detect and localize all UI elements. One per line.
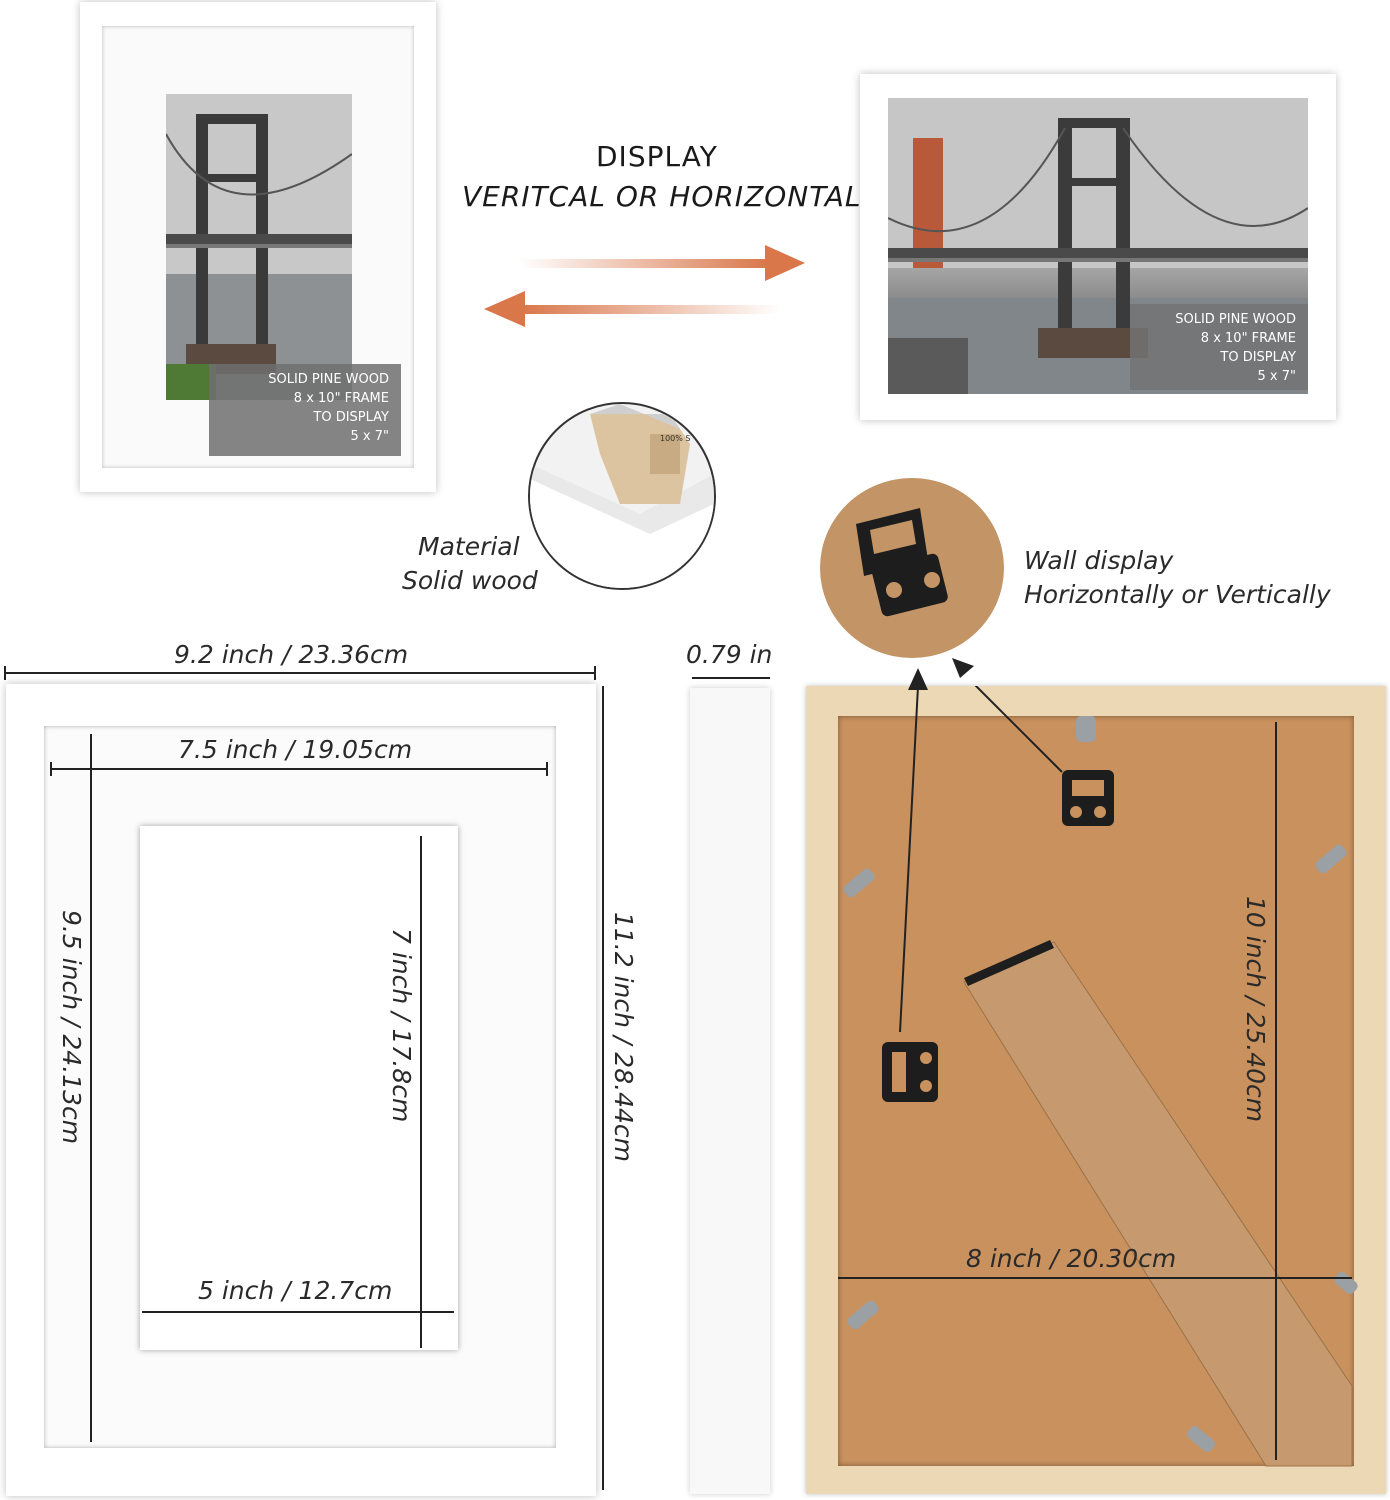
wall-display-label: Wall display bbox=[1024, 546, 1174, 575]
horizontal-frame: SOLID PINE WOOD 8 x 10" FRAME TO DISPLAY… bbox=[860, 74, 1336, 420]
sawtooth-hanger-icon bbox=[856, 508, 948, 617]
front-frame-opening bbox=[140, 826, 458, 1350]
orientation-arrows bbox=[484, 245, 805, 327]
opening-height-line bbox=[420, 836, 422, 1348]
mat-height-label: 9.5 inch / 24.13cm bbox=[57, 910, 86, 1145]
mat-width-tick-right bbox=[546, 762, 548, 776]
horizontal-frame-tag: SOLID PINE WOOD 8 x 10" FRAME TO DISPLAY… bbox=[1130, 304, 1308, 390]
material-label: Material bbox=[418, 532, 520, 561]
vertical-frame: SOLID PINE WOOD 8 x 10" FRAME TO DISPLAY… bbox=[80, 2, 436, 492]
mat-width-label: 7.5 inch / 19.05cm bbox=[178, 735, 413, 764]
back-frame-details bbox=[838, 686, 1358, 1467]
arrow-right-icon bbox=[520, 245, 805, 281]
wall-orientation-label: Horizontally or Vertically bbox=[1024, 580, 1331, 609]
mat-width-tick-left bbox=[50, 762, 52, 776]
back-height-label: 10 inch / 25.40cm bbox=[1241, 896, 1270, 1123]
material-type-label: Solid wood bbox=[402, 566, 538, 595]
hanger-closeup bbox=[820, 478, 1004, 658]
top-hanger-icon bbox=[1062, 770, 1114, 826]
material-closeup: 100% S bbox=[528, 402, 716, 590]
frame-side-profile bbox=[690, 688, 770, 1494]
hanger-arrow-heads bbox=[908, 658, 974, 690]
side-hanger-icon bbox=[882, 1042, 938, 1102]
orientation-heading: VERITCAL OR HORIZONTAL bbox=[462, 180, 862, 213]
outer-width-tick-right bbox=[594, 666, 596, 680]
arrow-left-icon bbox=[484, 291, 780, 327]
mat-width-line bbox=[50, 768, 548, 770]
depth-label: 0.79 in bbox=[686, 640, 773, 669]
outer-height-line bbox=[602, 686, 604, 1490]
outer-width-label: 9.2 inch / 23.36cm bbox=[174, 640, 409, 669]
wood-profile-icon bbox=[530, 404, 714, 588]
vertical-frame-photo bbox=[166, 94, 352, 400]
outer-width-line bbox=[4, 672, 596, 674]
back-width-label: 8 inch / 20.30cm bbox=[966, 1244, 1177, 1273]
material-tiny-text: 100% S bbox=[660, 434, 691, 443]
bridge-photo-vertical bbox=[166, 94, 352, 400]
vertical-frame-tag: SOLID PINE WOOD 8 x 10" FRAME TO DISPLAY… bbox=[209, 364, 401, 456]
outer-height-label: 11.2 inch / 28.44cm bbox=[609, 912, 638, 1162]
depth-line bbox=[692, 677, 770, 679]
front-frame bbox=[6, 684, 596, 1496]
opening-width-line bbox=[142, 1311, 454, 1313]
opening-width-label: 5 inch / 12.7cm bbox=[198, 1276, 393, 1305]
outer-width-tick-left bbox=[4, 666, 6, 680]
mat-height-line bbox=[90, 734, 92, 1442]
bridge-photo-horizontal bbox=[888, 98, 1308, 394]
opening-height-label: 7 inch / 17.8cm bbox=[387, 928, 416, 1123]
back-frame bbox=[806, 686, 1386, 1494]
display-heading: DISPLAY bbox=[596, 140, 718, 173]
